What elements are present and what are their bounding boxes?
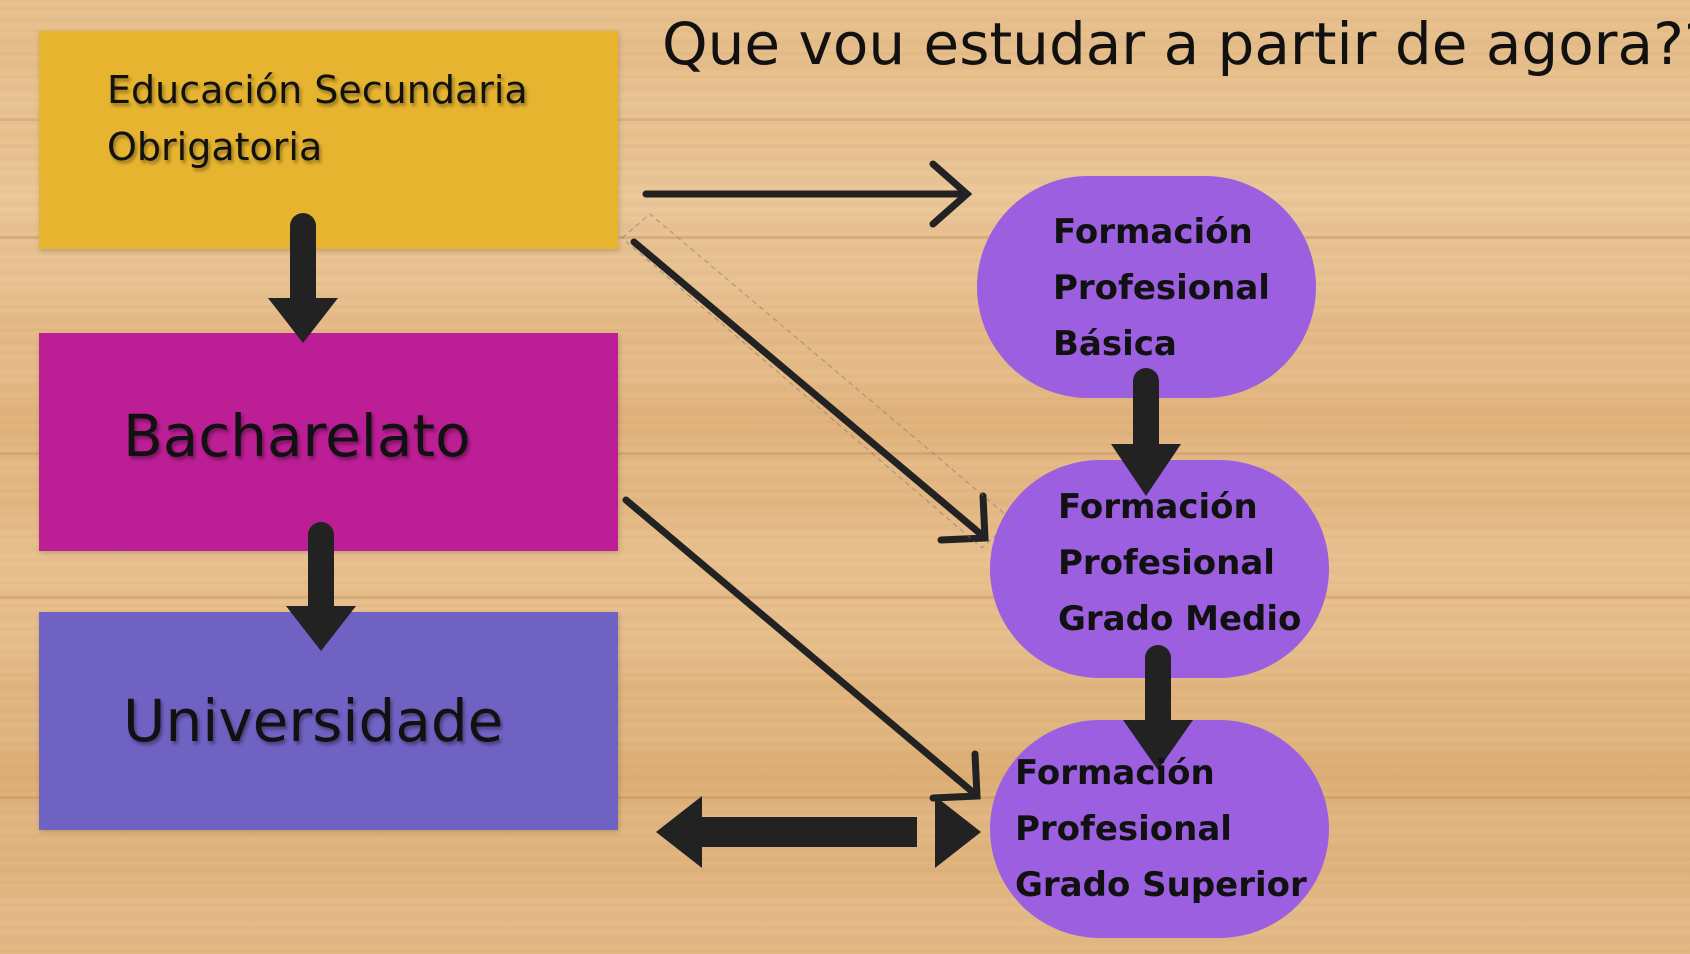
fp-grado-medio-label: Formación Profesional Grado Medio <box>1058 487 1302 639</box>
arrow-fp-grado-medio-to-fp-grado-superior <box>1123 645 1193 770</box>
arrow-bacharelato-to-universidade <box>286 522 356 651</box>
wood-grain-line <box>0 796 1690 799</box>
arrow-head <box>929 750 981 802</box>
arrow-head-left <box>656 796 702 868</box>
bacharelato-box[interactable] <box>39 333 618 551</box>
fp-grado-medio-oval[interactable] <box>990 460 1329 678</box>
arrow-head <box>937 492 989 544</box>
wood-grain-line <box>0 236 1690 239</box>
arrow-eso-to-fp-basica <box>642 160 973 228</box>
slide-title: Que vou estudar a partir de agora?? <box>662 10 1690 78</box>
fp-basica-oval[interactable] <box>977 176 1316 398</box>
arrow-head <box>1111 444 1181 496</box>
eso-label: Educación Secundaria Obrigatoria <box>107 68 528 169</box>
arrow-eso-to-fp-grado-medio <box>630 238 989 544</box>
double-arrow-universidade-fp-grado-superior <box>656 796 981 868</box>
arrow-shaft <box>690 817 917 847</box>
arrow-head <box>1123 720 1193 770</box>
arrow-shaft <box>622 496 979 798</box>
fp-grado-superior-label: Formación Profesional Grado Superior <box>1015 753 1307 905</box>
arrow-head-right <box>935 796 981 868</box>
arrow-head <box>929 160 973 228</box>
universidade-box[interactable] <box>39 612 618 830</box>
selection-outline <box>621 213 1013 549</box>
arrow-eso-to-bacharelato <box>268 213 338 343</box>
wood-grain-line <box>0 118 1690 121</box>
fp-basica-label: Formación Profesional Básica <box>1053 212 1270 364</box>
wood-grain-line <box>0 452 1690 455</box>
arrow-head <box>286 606 356 651</box>
arrow-shaft <box>630 238 987 540</box>
wood-grain-line <box>0 596 1690 599</box>
eso-box[interactable] <box>39 31 618 249</box>
universidade-label: Universidade <box>123 687 504 755</box>
bacharelato-label: Bacharelato <box>123 402 471 470</box>
arrow-bacharelato-to-fp-grado-superior <box>622 496 981 802</box>
arrow-head <box>268 298 338 343</box>
thin-arrows <box>622 160 989 802</box>
arrow-fp-basica-to-fp-grado-medio <box>1111 368 1181 496</box>
thick-arrows <box>268 213 1193 770</box>
